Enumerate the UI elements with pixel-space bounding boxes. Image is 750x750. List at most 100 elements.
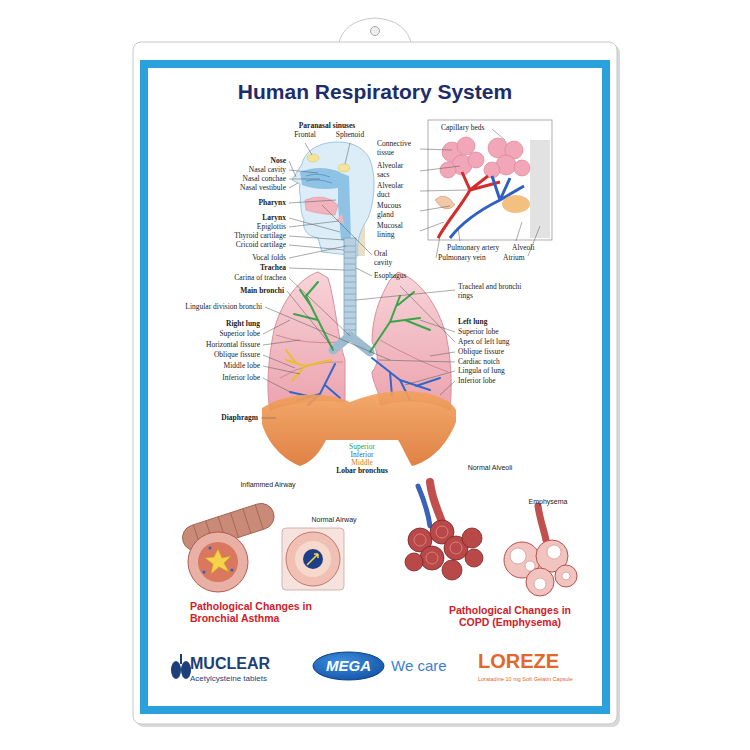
illustration-part <box>440 381 455 395</box>
figure-label: Normal Airway <box>311 516 356 524</box>
illustration-part <box>538 506 546 540</box>
part-label: Apex of left lung <box>458 338 509 347</box>
illustration-part <box>345 143 350 164</box>
illustration-part <box>276 335 343 378</box>
part-label: Mucous gland <box>377 202 417 219</box>
illustration-part <box>203 571 206 574</box>
illustration-part <box>418 486 430 526</box>
illustration-part <box>295 541 331 577</box>
illustration-part <box>514 160 530 176</box>
illustration-part <box>405 553 423 571</box>
illustration-part <box>430 482 442 522</box>
illustration-part <box>133 42 617 724</box>
part-label: Nasal vestibule <box>240 184 286 193</box>
illustration-part <box>289 278 350 336</box>
illustration-part <box>420 190 468 191</box>
illustration-part <box>286 532 340 586</box>
illustration-part <box>263 320 290 334</box>
part-label: Atrium <box>503 254 525 263</box>
part-label: Nose <box>271 157 286 166</box>
part-label: Connective tissue <box>377 140 417 157</box>
illustration-part <box>458 228 460 241</box>
bronchial-tree <box>286 282 440 405</box>
illustration-part <box>530 140 550 238</box>
illustration-part <box>414 534 426 546</box>
part-label: Nasal conchae <box>242 175 286 184</box>
part-label: Main bronchi <box>240 287 284 296</box>
illustration-part <box>378 360 455 362</box>
illustration-part <box>306 174 332 183</box>
part-label: Oral cavity <box>374 250 402 267</box>
part-label: Cardiac notch <box>458 358 500 367</box>
part-label: Sphenoid <box>336 131 364 140</box>
part-label: Superior lobe <box>458 328 499 337</box>
illustration-part <box>303 549 323 569</box>
illustration-part <box>261 418 276 419</box>
brand-name: MEGA <box>312 657 385 674</box>
illustration-part <box>356 268 372 276</box>
illustration-part <box>144 64 606 710</box>
part-label: Esophagus <box>374 272 407 281</box>
illustration-part <box>292 142 374 256</box>
illustration-part <box>231 569 234 572</box>
illustration-part <box>289 221 339 227</box>
illustration-part <box>405 371 455 385</box>
illustration-part <box>555 565 577 587</box>
illustration-part <box>405 520 483 580</box>
illustration-part <box>516 222 522 241</box>
brand-oval: MEGA <box>312 651 385 681</box>
illustration-part <box>450 542 462 554</box>
illustration-part <box>289 245 344 250</box>
part-label: Inferior lobe <box>222 374 260 383</box>
illustration-part <box>180 654 182 664</box>
part-label: Oblique fissure <box>214 351 260 360</box>
illustration-part <box>457 137 475 155</box>
illustration-part <box>289 236 344 240</box>
part-label: Capillary beds <box>441 124 485 133</box>
illustration-part <box>289 183 298 188</box>
asthma-illustration <box>179 500 344 592</box>
part-label: Vocal folds <box>252 254 286 263</box>
illustration-part <box>442 560 462 580</box>
brand-tagline: Acetylcysteine tablets <box>190 674 267 683</box>
illustration-part <box>371 27 380 36</box>
illustration-part <box>380 340 448 372</box>
illustration-part <box>305 143 312 155</box>
oval-shape <box>313 652 384 680</box>
illustration-part <box>440 137 530 178</box>
muclear-logo-icon <box>171 654 191 679</box>
figure-label: Emphysema <box>529 498 568 506</box>
part-label: Frontal <box>294 131 316 140</box>
illustration-part <box>188 532 248 592</box>
illustration-part <box>492 129 505 140</box>
part-label: Diaphragm <box>221 414 258 423</box>
part-label: Larynx <box>262 214 286 223</box>
brand-tagline: We care <box>391 657 447 674</box>
illustration-part <box>289 246 346 258</box>
illustration-part <box>307 554 318 565</box>
illustration-part <box>344 238 356 338</box>
illustration-part <box>420 222 444 231</box>
illustration-part <box>420 166 460 171</box>
illustration-part <box>440 162 456 178</box>
illustration-part <box>344 246 356 330</box>
illustration-part <box>504 540 577 596</box>
illustration-part <box>305 197 338 215</box>
brand-name: MUCLEAR <box>190 655 270 673</box>
part-label: Carina of trachea <box>234 274 286 283</box>
part-label: Nasal cavity <box>249 166 286 175</box>
illustration-part <box>209 547 212 550</box>
illustration-part <box>282 528 344 590</box>
illustration-part <box>547 545 561 559</box>
illustration-part <box>289 179 320 180</box>
illustration-part <box>370 292 430 352</box>
part-label: Middle lobe <box>224 362 260 371</box>
illustration-part <box>510 545 570 590</box>
illustration-part <box>562 572 570 580</box>
part-label: Alveolar duct <box>377 182 417 199</box>
illustration-part <box>462 528 482 548</box>
illustration-part <box>289 161 296 177</box>
poster-card <box>133 18 620 727</box>
part-label: Trachea <box>260 264 286 273</box>
part-label: Right lung <box>226 320 260 329</box>
